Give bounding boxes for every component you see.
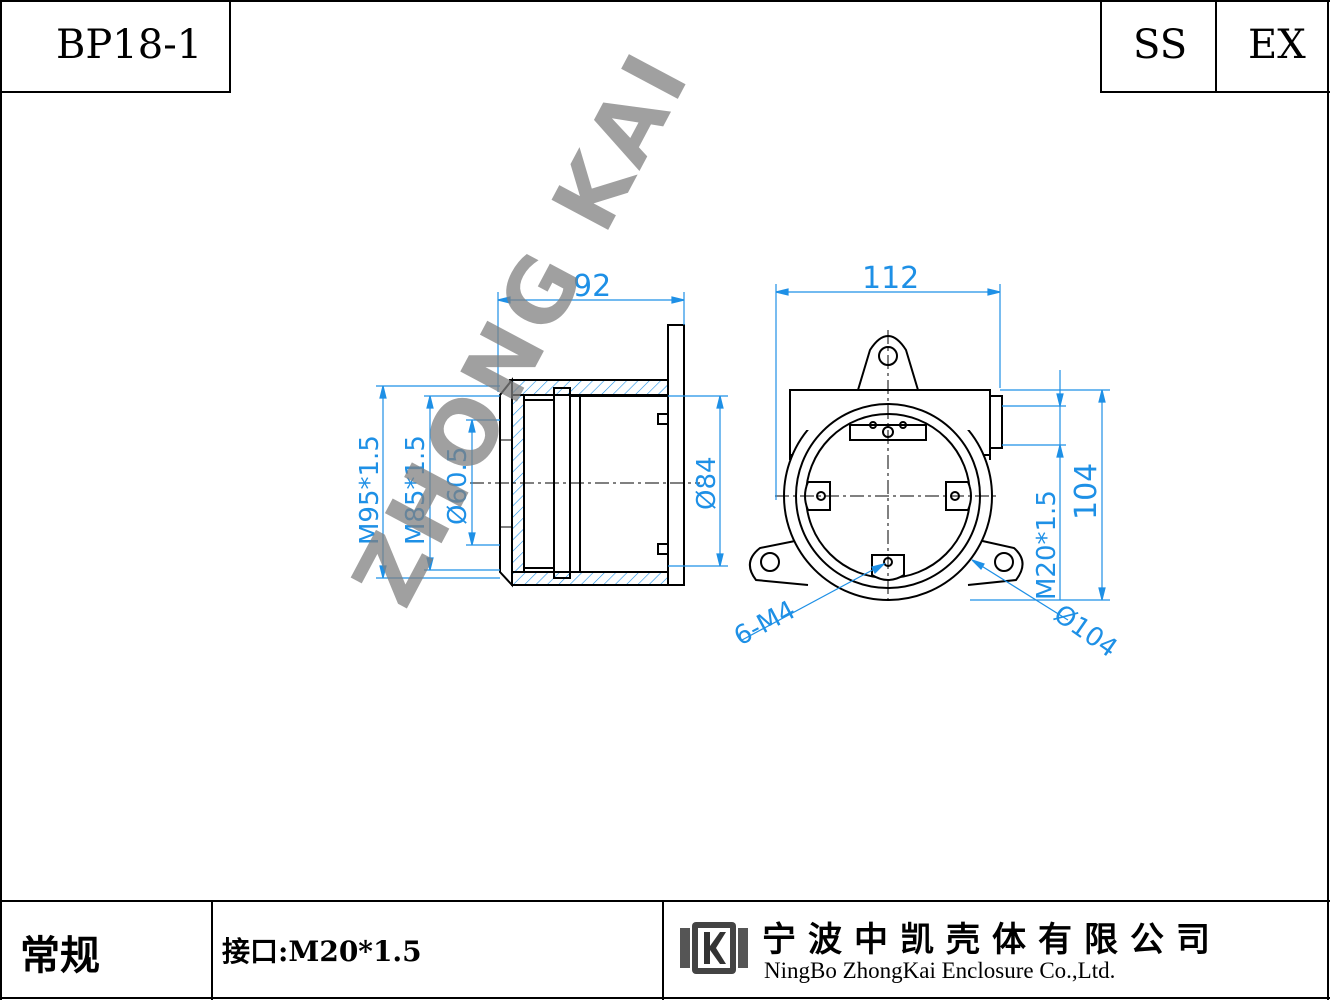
dim-112: 112 xyxy=(862,261,919,296)
front-entry-boss xyxy=(989,395,1003,449)
front-view xyxy=(749,330,1024,601)
frame-bottom xyxy=(0,997,1330,999)
side-wall-bottom xyxy=(508,571,669,586)
side-pin-bottom xyxy=(657,543,669,555)
header-left-bottom xyxy=(0,91,230,93)
side-view xyxy=(470,324,700,588)
side-inner-cup xyxy=(523,399,555,569)
dim-104-height: 104 xyxy=(1069,463,1104,520)
footer-div-1 xyxy=(211,900,213,1000)
dim-m20: M20*1.5 xyxy=(1032,490,1062,600)
dim-m85: M85*1.5 xyxy=(401,435,431,545)
type-label: 常规 xyxy=(20,933,100,979)
company-name-cn: 宁波中凯壳体有限公司 xyxy=(762,920,1222,960)
tag-ex: EX xyxy=(1248,22,1306,68)
dim-92: 92 xyxy=(573,269,611,304)
header-right-left xyxy=(1100,0,1102,93)
zk-logo-icon xyxy=(680,922,748,974)
header-left-right xyxy=(229,0,231,93)
side-pin-top xyxy=(657,413,669,425)
company-name-en: NingBo ZhongKai Enclosure Co.,Ltd. xyxy=(764,958,1116,983)
model-number: BP18-1 xyxy=(56,22,203,68)
frame-top xyxy=(0,0,1330,2)
side-flange xyxy=(667,324,685,586)
footer-div-2 xyxy=(662,900,664,1000)
dim-84: Ø84 xyxy=(692,456,722,510)
interface-spec: 接口:M20*1.5 xyxy=(222,935,422,968)
frame-left xyxy=(0,0,2,1000)
header-right-mid xyxy=(1215,0,1217,93)
dim-m95: M95*1.5 xyxy=(355,435,385,545)
dim-6m4: 6-M4 xyxy=(729,595,800,652)
dim-104-dia: Ø104 xyxy=(1048,599,1123,664)
dim-bore: Ø60.5 xyxy=(443,447,473,525)
right-lug-hole xyxy=(994,552,1014,572)
tag-ss: SS xyxy=(1133,22,1188,68)
side-flange-rib xyxy=(655,340,669,381)
side-body xyxy=(569,395,669,573)
footer-top xyxy=(0,900,1330,902)
frame-right xyxy=(1327,0,1329,1000)
front-dimensions xyxy=(741,284,1110,641)
side-dimensions xyxy=(376,292,728,579)
left-lug-hole xyxy=(760,552,780,572)
